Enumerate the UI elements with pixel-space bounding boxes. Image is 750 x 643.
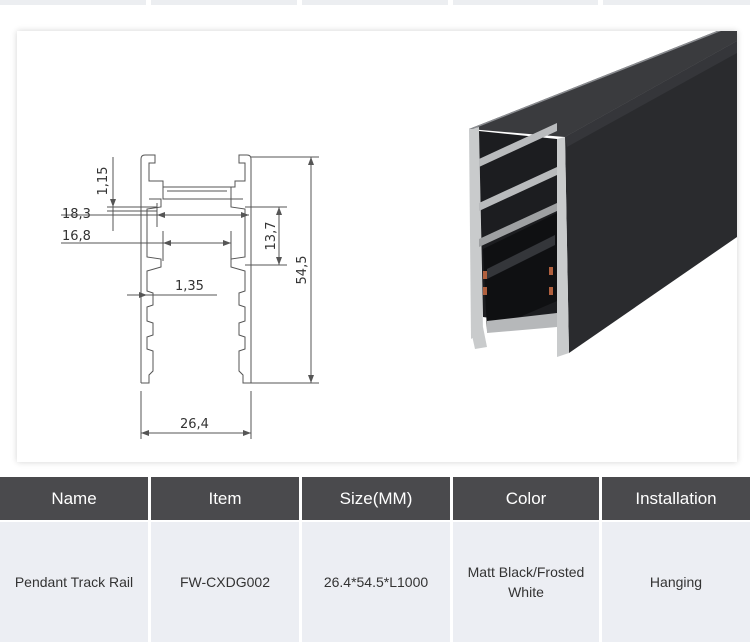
product-image-card: 1,15 18,3 16,8 13,7 54,5 1,35 26,4 xyxy=(17,31,737,462)
dimension-label: 13,7 xyxy=(264,222,279,251)
dimension-lines xyxy=(61,156,319,439)
top-divider-strip xyxy=(0,0,750,6)
table-cell-color: Matt Black/Frosted White xyxy=(453,522,599,642)
cross-section-drawing xyxy=(140,154,252,384)
strip-segment xyxy=(151,0,297,5)
dimension-label: 1,35 xyxy=(175,279,204,294)
dimension-label: 16,8 xyxy=(62,229,91,244)
strip-segment xyxy=(453,0,598,5)
table-header-name: Name xyxy=(0,477,148,520)
dimension-label: 18,3 xyxy=(62,207,91,222)
dimension-label: 1,15 xyxy=(96,167,111,196)
product-illustration: 1,15 18,3 16,8 13,7 54,5 1,35 26,4 xyxy=(61,31,737,439)
table-cell-size: 26.4*54.5*L1000 xyxy=(302,522,450,642)
rail-render xyxy=(469,31,737,357)
table-cell-name: Pendant Track Rail xyxy=(0,522,148,642)
table-header-color: Color xyxy=(453,477,599,520)
dimension-label: 26,4 xyxy=(180,417,209,432)
strip-segment xyxy=(0,0,146,5)
table-cell-installation: Hanging xyxy=(602,522,750,642)
table-header-item: Item xyxy=(151,477,299,520)
dimension-label: 54,5 xyxy=(295,256,310,285)
strip-segment xyxy=(302,0,448,5)
table-header-size: Size(MM) xyxy=(302,477,450,520)
table-cell-item: FW-CXDG002 xyxy=(151,522,299,642)
strip-segment xyxy=(603,0,750,5)
table-header-installation: Installation xyxy=(602,477,750,520)
dimension-arrows xyxy=(110,157,314,436)
